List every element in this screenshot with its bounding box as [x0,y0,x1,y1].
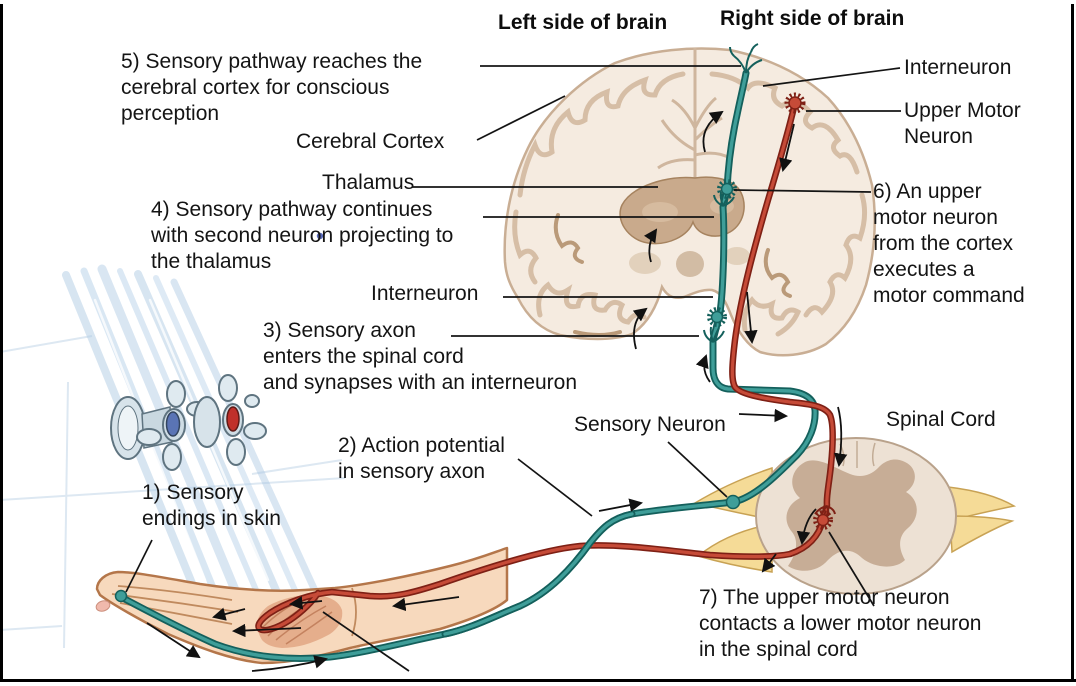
motor-pathway-line [255,99,836,634]
label-step6: 6) An upper motor neuron from the cortex… [873,180,1025,307]
blue-dot-artifact [316,232,324,240]
upper-motor-soma [788,96,802,110]
leader-step1 [125,539,153,593]
label-interneuron-top: Interneuron [904,56,1012,79]
spinal-cord-section [693,437,1017,595]
label-spinal-cord: Spinal Cord [886,408,996,431]
sensory-ending-dot [114,589,128,603]
sensory-pathway-crossover [441,510,636,638]
label-sensory-neuron: Sensory Neuron [574,413,726,436]
leader-cerebral-cortex [476,95,566,141]
flow-arrows [146,110,848,672]
interneuron-soma-thalamus [720,182,734,196]
leader-step7 [828,531,875,607]
gray-matter [786,459,917,571]
label-step7: 7) The upper motor neuron contacts a low… [699,586,982,661]
label-thalamus: Thalamus [322,171,415,194]
frame-border-left [0,4,3,682]
deep-sulci [553,213,792,337]
label-step4: 4) Sensory pathway continues with second… [151,198,454,273]
red-cap [226,406,240,432]
nerve-roots [693,466,1017,573]
neuron-somas [114,43,836,603]
label-step3: 3) Sensory axon enters the spinal cord a… [263,319,578,394]
leader-interneuron-top [762,67,901,87]
faucet-handle-red [218,374,267,466]
leader-step2 [517,458,593,517]
gyri-texture [512,71,868,337]
frame-border-right [1071,4,1074,682]
label-step1: 1) Sensory endings in skin [142,481,281,530]
header-right-side-of-brain: Right side of brain [720,7,905,30]
shower-faucet [110,374,267,471]
sensory-pathway-line [117,69,819,662]
fingernail [95,600,111,612]
brain-section [503,47,876,357]
header-left-side-of-brain: Left side of brain [498,11,668,34]
frame-border-bottom [0,679,1076,682]
label-interneuron-mid: Interneuron [371,282,479,305]
dorsal-root-ganglion [725,494,741,510]
leader-sensory-neuron [667,441,728,498]
interneuron-soma-brainstem [710,310,724,324]
leader-step6 [733,189,872,193]
label-step2: 2) Action potential in sensory axon [338,434,505,483]
blue-cap [165,411,181,437]
hypothalamus-shape [676,251,704,277]
label-step5: 5) Sensory pathway reaches the cerebral … [121,50,423,125]
faucet-middisc [193,396,221,448]
label-upper-motor-neuron: Upper Motor Neuron [904,99,1021,148]
thalamus-shape [619,176,745,245]
leader-muscle [322,611,410,672]
synapse-claws [703,43,763,343]
label-cerebral-cortex: Cerebral Cortex [296,130,445,153]
faucet-handle-blue [136,380,208,471]
lower-motor-soma [816,513,830,527]
leader-lines [125,65,901,672]
water-spray [62,264,326,610]
